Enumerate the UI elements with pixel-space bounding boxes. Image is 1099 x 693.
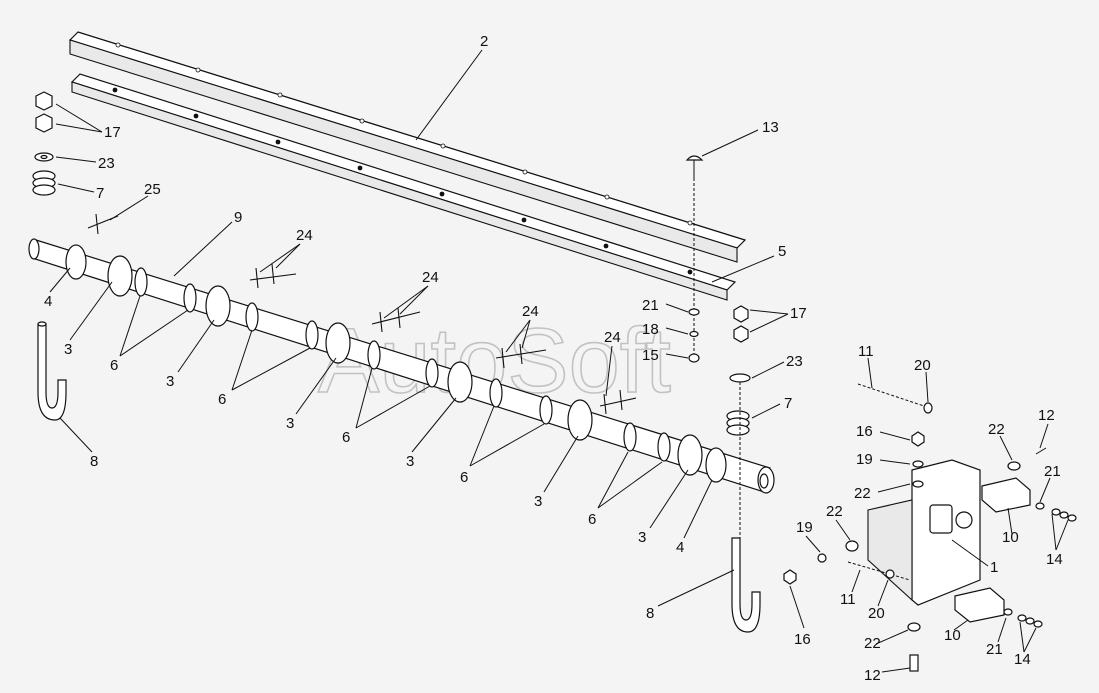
callout-17-left: 17 [104, 124, 121, 141]
callout-5: 5 [778, 243, 786, 260]
callout-6-e: 6 [588, 511, 596, 528]
callout-24-c: 24 [522, 303, 539, 320]
rollers [65, 244, 727, 483]
callout-14-b: 14 [1014, 651, 1031, 668]
left-spring-assembly [32, 91, 67, 421]
callout-16-b: 16 [794, 631, 811, 648]
callout-10-b: 10 [944, 627, 961, 644]
callout-14-a: 14 [1046, 551, 1063, 568]
callout-9: 9 [234, 209, 242, 226]
callout-2: 2 [480, 33, 488, 50]
callout-24-a: 24 [296, 227, 313, 244]
callout-13: 13 [762, 119, 779, 136]
cotter-pins [87, 213, 637, 415]
callout-3-b: 3 [166, 373, 174, 390]
callout-23-left: 23 [98, 155, 115, 172]
callout-8-left: 8 [90, 453, 98, 470]
callout-6-d: 6 [460, 469, 468, 486]
callout-labels: 2 5 13 17 23 7 25 9 4 3 6 24 3 24 6 3 6 … [44, 33, 1063, 684]
upper-angle-rail [68, 31, 747, 263]
callout-16-a: 16 [856, 423, 873, 440]
callout-17-right: 17 [790, 305, 807, 322]
callout-6-c: 6 [342, 429, 350, 446]
callout-10-a: 10 [1002, 529, 1019, 546]
callout-3-f: 3 [638, 529, 646, 546]
callout-22-b: 22 [988, 421, 1005, 438]
callout-3-c: 3 [286, 415, 294, 432]
callout-24-b: 24 [422, 269, 439, 286]
callout-19-a: 19 [856, 451, 873, 468]
callout-24-d: 24 [604, 329, 621, 346]
callout-22-a: 22 [854, 485, 871, 502]
callout-3-d: 3 [406, 453, 414, 470]
callout-8-right: 8 [646, 605, 654, 622]
callout-12-b: 12 [864, 667, 881, 684]
callout-19-b: 19 [796, 519, 813, 536]
callout-12-a: 12 [1038, 407, 1055, 424]
callout-1: 1 [990, 559, 998, 576]
callout-22-c: 22 [826, 503, 843, 520]
callout-6-a: 6 [110, 357, 118, 374]
callout-15: 15 [642, 347, 659, 364]
callout-6-b: 6 [218, 391, 226, 408]
callout-18: 18 [642, 321, 659, 338]
lower-angle-rail [70, 73, 737, 301]
callout-21-c: 21 [986, 641, 1003, 658]
right-spring-assembly [685, 155, 761, 633]
callout-3-a: 3 [64, 341, 72, 358]
bracket-assembly [783, 383, 1077, 672]
callout-25: 25 [144, 181, 161, 198]
callout-21-a: 21 [642, 297, 659, 314]
callout-4-left: 4 [44, 293, 52, 310]
callout-7-left: 7 [96, 185, 104, 202]
callout-22-d: 22 [864, 635, 881, 652]
callout-4-right: 4 [676, 539, 684, 556]
callout-3-e: 3 [534, 493, 542, 510]
callout-21-b: 21 [1044, 463, 1061, 480]
callout-20-a: 20 [914, 357, 931, 374]
callout-11-a: 11 [858, 343, 874, 360]
leader-lines [49, 49, 1069, 673]
callout-20-b: 20 [868, 605, 885, 622]
callout-7-right: 7 [784, 395, 792, 412]
callout-23-right: 23 [786, 353, 803, 370]
callout-11-b: 11 [840, 591, 856, 608]
